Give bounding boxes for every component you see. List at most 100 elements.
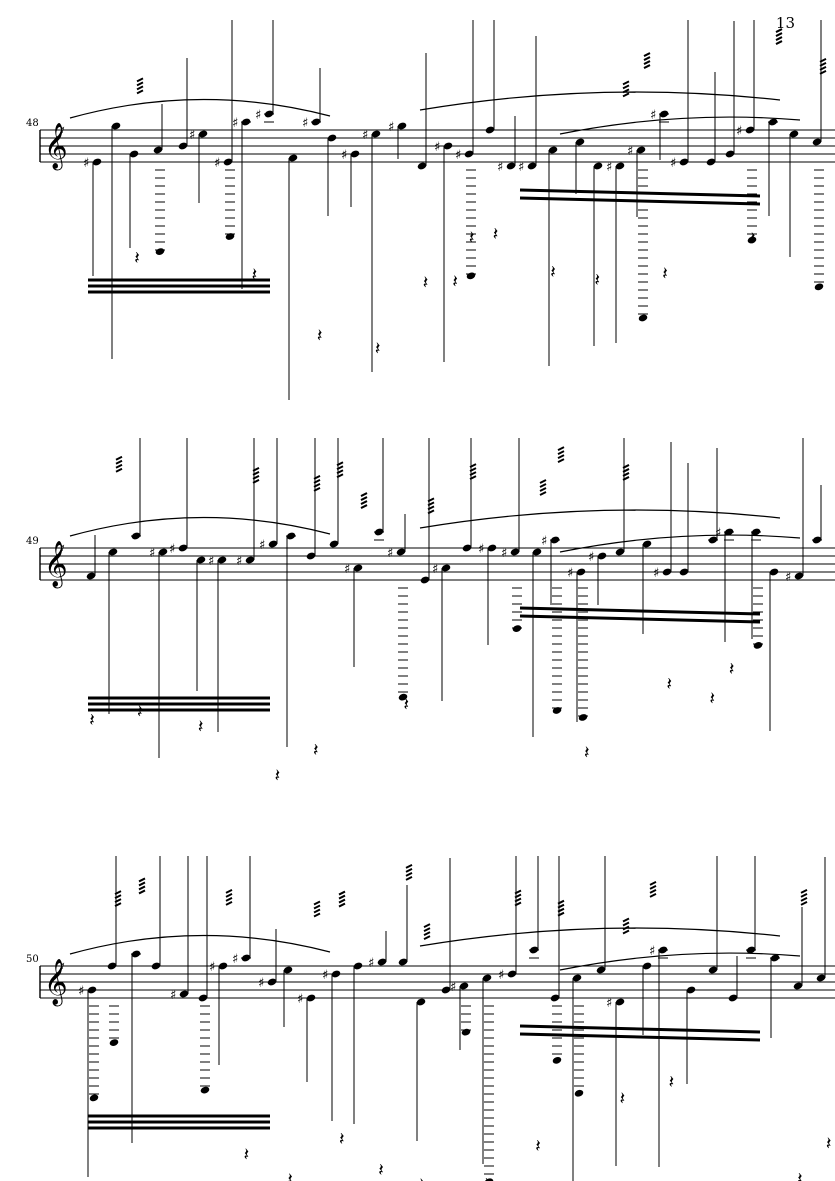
quarter-rest: 𝄽 [729, 659, 735, 680]
tremolo-mark [622, 468, 630, 473]
eighth-rest: 𝄾 [60, 120, 65, 141]
note-head [507, 970, 517, 978]
tremolo-mark [252, 479, 260, 484]
note-head [485, 126, 495, 134]
note-head [548, 146, 558, 154]
note-head [769, 568, 779, 576]
note-head-low [200, 1086, 210, 1094]
note-head-low [753, 642, 763, 649]
note-head-low [89, 1094, 99, 1102]
tremolo-mark [622, 917, 630, 923]
note-head [107, 962, 117, 970]
note-head [596, 966, 606, 974]
sharp-accidental: ♯ [259, 538, 265, 553]
sharp-accidental: ♯ [670, 156, 676, 171]
note-head [636, 146, 646, 154]
note-head [178, 142, 188, 150]
note-head [812, 138, 822, 146]
sharp-accidental: ♯ [208, 554, 214, 569]
note-head-low [398, 693, 408, 701]
note-head [158, 548, 168, 556]
measure-number-48: 48 [26, 118, 39, 129]
note-head [532, 548, 542, 556]
sharp-accidental: ♯ [649, 944, 655, 959]
tremolo-mark [423, 923, 431, 928]
tremolo-mark [313, 474, 321, 480]
tremolo-mark [336, 465, 344, 471]
note-head [794, 572, 804, 580]
note-head-low [461, 1028, 471, 1036]
note-head [350, 150, 360, 158]
tremolo-mark [225, 889, 233, 894]
tremolo-mark [423, 931, 431, 936]
note-head [153, 146, 163, 154]
sharp-accidental: ♯ [302, 116, 308, 131]
note-head [510, 548, 520, 556]
sharp-accidental: ♯ [341, 148, 347, 163]
sharp-accidental: ♯ [650, 108, 656, 123]
note-head [92, 158, 102, 166]
sharp-accidental: ♯ [497, 160, 503, 175]
tremolo-mark [338, 890, 346, 896]
tremolo-mark [138, 881, 146, 887]
tremolo-mark [405, 867, 413, 873]
note-head [288, 154, 298, 162]
tremolo-mark [114, 894, 122, 900]
note-head [179, 990, 189, 998]
slur [419, 509, 781, 529]
tremolo-mark [469, 471, 477, 476]
note-head [575, 138, 585, 146]
tremolo-mark [405, 863, 413, 869]
sharp-accidental: ♯ [322, 968, 328, 983]
note-head [196, 556, 206, 564]
beam [519, 614, 761, 624]
quarter-rest: 𝄽 [826, 1133, 832, 1154]
note-head [108, 548, 118, 556]
sharp-accidental: ♯ [627, 144, 633, 159]
tremolo-mark [360, 492, 368, 497]
quarter-rest: 𝄽 [797, 1169, 803, 1181]
tremolo-mark [539, 479, 547, 484]
tremolo-mark [427, 509, 435, 515]
tremolo-mark [136, 85, 144, 91]
tremolo-mark [649, 885, 657, 890]
tremolo-mark [649, 889, 657, 894]
note-head [576, 568, 586, 576]
tremolo-mark [775, 32, 783, 37]
sharp-accidental: ♯ [344, 562, 350, 577]
tremolo-mark [313, 904, 321, 910]
tremolo-mark [423, 927, 431, 932]
quarter-rest: 𝄽 [493, 224, 499, 245]
quarter-rest: 𝄽 [339, 1129, 345, 1150]
note-head [283, 966, 293, 974]
note-head [615, 162, 625, 170]
note-head [572, 974, 582, 982]
tremolo-mark [225, 897, 233, 902]
tremolo-mark [819, 65, 827, 71]
slur [69, 934, 331, 955]
tremolo-mark [469, 467, 477, 472]
sharp-accidental: ♯ [785, 570, 791, 585]
quarter-rest: 𝄽 [469, 227, 475, 248]
sharp-accidental: ♯ [653, 566, 659, 581]
beam [519, 196, 761, 206]
tremolo-mark [622, 92, 630, 98]
tremolo-mark [338, 902, 346, 908]
tremolo-mark [819, 57, 827, 63]
tremolo-mark [338, 894, 346, 900]
note-head [615, 998, 625, 1006]
note-head [615, 548, 625, 556]
note-head [420, 576, 430, 584]
note-head [268, 540, 278, 548]
sharp-accidental: ♯ [149, 546, 155, 561]
note-head [642, 962, 652, 970]
quarter-rest: 𝄽 [669, 1072, 675, 1093]
sharp-accidental: ♯ [588, 550, 594, 565]
tremolo-mark [539, 487, 547, 492]
quarter-rest: 𝄽 [275, 766, 281, 787]
note-head [441, 564, 451, 572]
note-head [111, 122, 121, 130]
tremolo-mark [423, 935, 431, 940]
tremolo-mark [360, 500, 368, 505]
beam [519, 188, 761, 198]
